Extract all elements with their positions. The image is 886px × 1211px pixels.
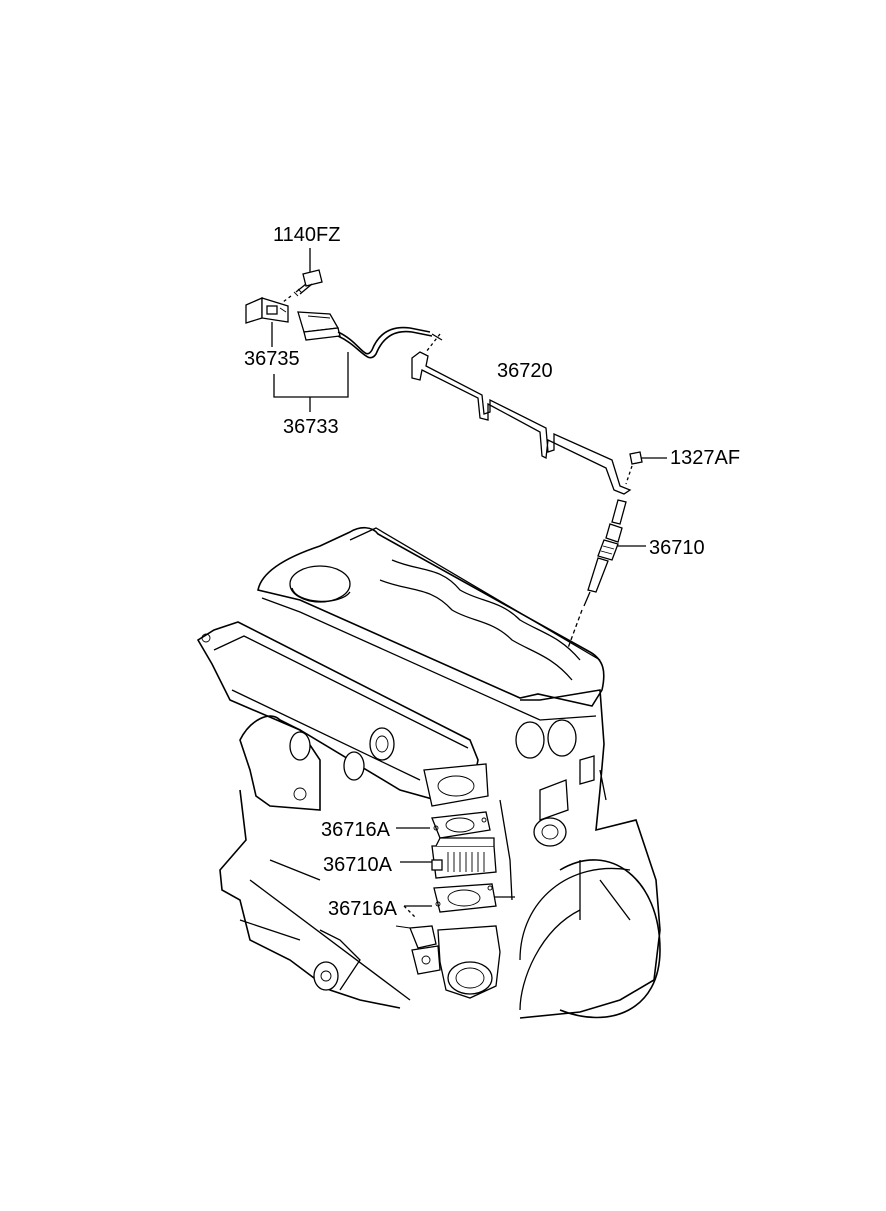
glow-plug-icon	[567, 499, 627, 649]
label-36720: 36720	[497, 360, 553, 382]
throttle-body-icon	[395, 905, 501, 999]
heater-icon	[431, 837, 497, 879]
label-36716a-upper: 36716A	[321, 819, 391, 841]
label-36710: 36710	[649, 537, 705, 559]
gasket-upper-icon	[431, 811, 491, 839]
leader-lines	[271, 248, 667, 907]
label-36733: 36733	[283, 416, 339, 438]
harness-wire	[337, 326, 443, 359]
gasket-lower-icon	[433, 883, 497, 913]
label-36710a: 36710A	[323, 854, 393, 876]
label-1140fz: 1140FZ	[273, 224, 340, 246]
bolt-icon	[282, 269, 323, 303]
nut-icon	[625, 451, 643, 485]
bracket-icon	[245, 297, 289, 324]
connector-icon	[297, 311, 341, 341]
label-36735: 36735	[244, 348, 300, 370]
glow-plug-cable-icon	[411, 333, 632, 495]
label-1327af: 1327AF	[670, 447, 740, 469]
label-36716a-lower: 36716A	[328, 898, 398, 920]
engine-block	[196, 526, 661, 1019]
